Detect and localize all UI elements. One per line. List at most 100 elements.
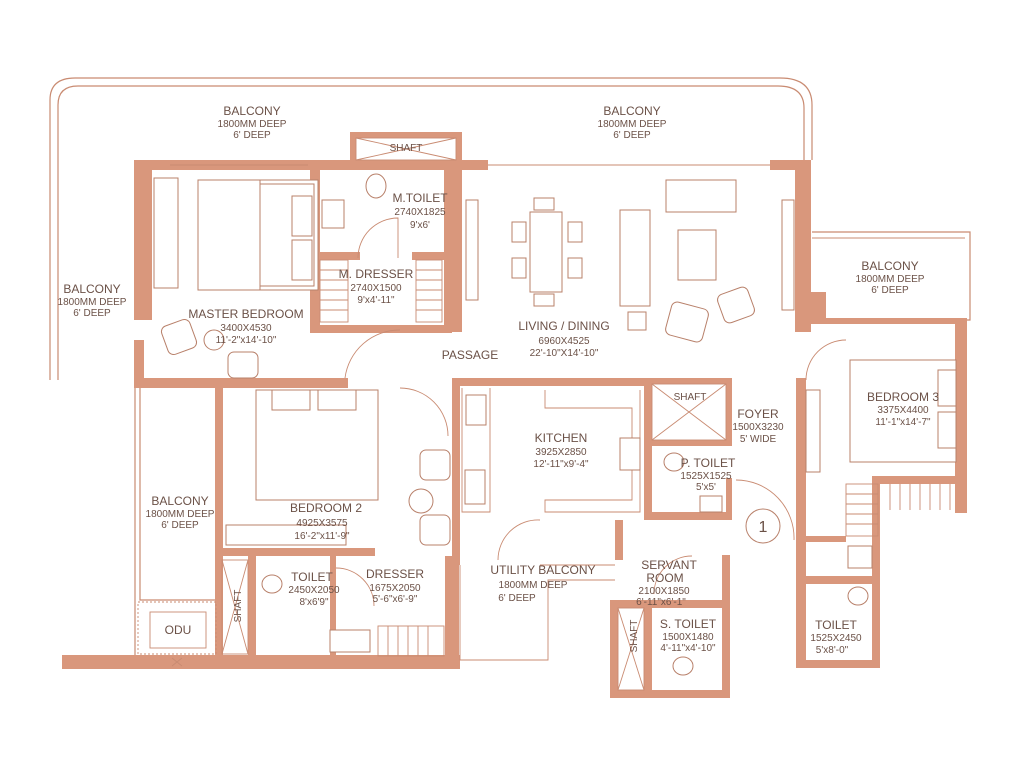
svg-text:P. TOILET: P. TOILET (681, 456, 736, 470)
label-balcony-top-right: BALCONY 1800MM DEEP 6' DEEP (598, 104, 667, 141)
svg-text:4925X3575: 4925X3575 (296, 518, 348, 529)
door-swing (805, 339, 847, 381)
tv-unit (781, 199, 795, 311)
svg-text:6960X4525: 6960X4525 (538, 336, 590, 347)
label-shaft-lower-mid: SHAFT (629, 620, 640, 653)
wall (350, 132, 462, 138)
svg-text:BALCONY: BALCONY (861, 259, 918, 273)
svg-text:6' DEEP: 6' DEEP (161, 520, 199, 531)
svg-text:4'-11"x4'-10": 4'-11"x4'-10" (660, 643, 716, 654)
svg-text:3375X4400: 3375X4400 (877, 405, 929, 416)
svg-text:BALCONY: BALCONY (151, 494, 208, 508)
wall (610, 690, 650, 698)
wall (644, 512, 732, 520)
kitchen-left-counter (461, 388, 491, 513)
chair (408, 488, 434, 514)
fridge (465, 394, 487, 426)
wall (722, 555, 730, 698)
label-balcony-left: BALCONY 1800MM DEEP 6' DEEP (58, 282, 127, 319)
label-utility-balcony: UTILITY BALCONY 1800MM DEEP 6' DEEP (490, 563, 595, 604)
svg-text:1675X2050: 1675X2050 (369, 583, 421, 594)
hatch-bedroom3 (845, 483, 951, 537)
svg-text:1800MM DEEP: 1800MM DEEP (856, 274, 925, 285)
odu-hatch (137, 601, 217, 655)
label-dresser: DRESSER 1675X2050 5'-6"x6'-9" (366, 567, 424, 605)
label-shaft-lower-left: SHAFT (233, 590, 244, 623)
master-desk (153, 177, 179, 289)
svg-text:M.TOILET: M.TOILET (392, 191, 448, 205)
sofa-set (619, 179, 755, 343)
svg-text:1800MM DEEP: 1800MM DEEP (598, 119, 667, 130)
wall (650, 690, 728, 698)
wall (462, 160, 488, 170)
door-swing (497, 519, 541, 561)
chair (160, 318, 198, 356)
label-servant-room: SERVANT ROOM 2100X1850 6'-11"x6'-1" (636, 558, 697, 608)
wc (847, 586, 869, 606)
wall (62, 655, 460, 669)
door-swing (344, 329, 401, 379)
svg-text:2740X1825: 2740X1825 (394, 207, 446, 218)
svg-text:6'-11"x6'-1": 6'-11"x6'-1" (636, 597, 686, 608)
svg-text:DRESSER: DRESSER (366, 567, 424, 581)
wall (316, 252, 360, 260)
balcony-outline-top (49, 77, 813, 380)
label-toilet-b3: TOILET 1525X2450 5'x8'-0" (810, 618, 862, 656)
svg-text:S. TOILET: S. TOILET (660, 617, 717, 631)
door-swing (653, 555, 693, 595)
svg-text:3400X4530: 3400X4530 (220, 323, 272, 334)
label-balcony-right: BALCONY 1800MM DEEP 6' DEEP (856, 259, 925, 296)
svg-text:6' DEEP: 6' DEEP (498, 593, 536, 604)
shaft-top-box (355, 137, 457, 161)
svg-text:TOILET: TOILET (291, 570, 333, 584)
svg-text:2740X1500: 2740X1500 (350, 283, 402, 294)
label-odu: ODU (165, 623, 192, 637)
svg-text:6' DEEP: 6' DEEP (871, 285, 909, 296)
label-balcony-lower-left: BALCONY 1800MM DEEP 6' DEEP (146, 494, 215, 531)
svg-text:M. DRESSER: M. DRESSER (339, 267, 414, 281)
svg-text:5'x8'-0": 5'x8'-0" (816, 645, 849, 656)
svg-text:8'x6'9": 8'x6'9" (299, 597, 329, 608)
svg-text:LIVING / DINING: LIVING / DINING (518, 319, 609, 333)
wash-basin (329, 629, 371, 653)
wall (726, 378, 732, 446)
svg-text:FOYER: FOYER (737, 407, 779, 421)
svg-text:1800MM DEEP: 1800MM DEEP (146, 509, 215, 520)
wall (330, 555, 336, 655)
wall (610, 600, 728, 608)
svg-text:9'x4'-11": 9'x4'-11" (357, 295, 395, 306)
svg-text:TOILET: TOILET (815, 618, 857, 632)
svg-text:5'-6"x6'-9": 5'-6"x6'-9" (373, 594, 418, 605)
door-swing (357, 217, 399, 259)
wall (452, 378, 644, 386)
door-swing (735, 479, 795, 541)
label-m-toilet: M.TOILET 2740X1825 9'x6' (392, 191, 448, 231)
svg-text:1525X2450: 1525X2450 (810, 633, 862, 644)
bedroom2-desk (225, 524, 347, 546)
chair (419, 514, 451, 546)
label-m-dresser: M. DRESSER 2740X1500 9'x4'-11" (339, 267, 414, 306)
wall (134, 340, 144, 388)
label-bedroom-3: BEDROOM 3 3375X4400 11'-1"x14'-7" (867, 390, 939, 428)
svg-text:6' DEEP: 6' DEEP (613, 130, 651, 141)
label-toilet-b2: TOILET 2450X2050 8'x6'9" (288, 570, 340, 608)
wall (350, 132, 356, 166)
label-passage: PASSAGE (442, 348, 498, 362)
wall (796, 660, 880, 668)
entry-marker-circle (745, 508, 781, 544)
wash-basin (699, 495, 723, 513)
utility-balcony-outline (459, 564, 615, 661)
svg-text:1800MM DEEP: 1800MM DEEP (218, 119, 287, 130)
wall (412, 252, 462, 260)
wall (134, 378, 348, 388)
wc (261, 574, 283, 594)
wall (808, 318, 966, 324)
label-p-toilet: P. TOILET 1525X1525 5'x5' (680, 456, 736, 493)
svg-text:1500X3230: 1500X3230 (732, 422, 784, 433)
wall (444, 160, 462, 332)
dining-table (511, 197, 583, 307)
bedroom2-bed (255, 389, 379, 501)
door-swing (399, 387, 449, 437)
wall (310, 160, 485, 170)
